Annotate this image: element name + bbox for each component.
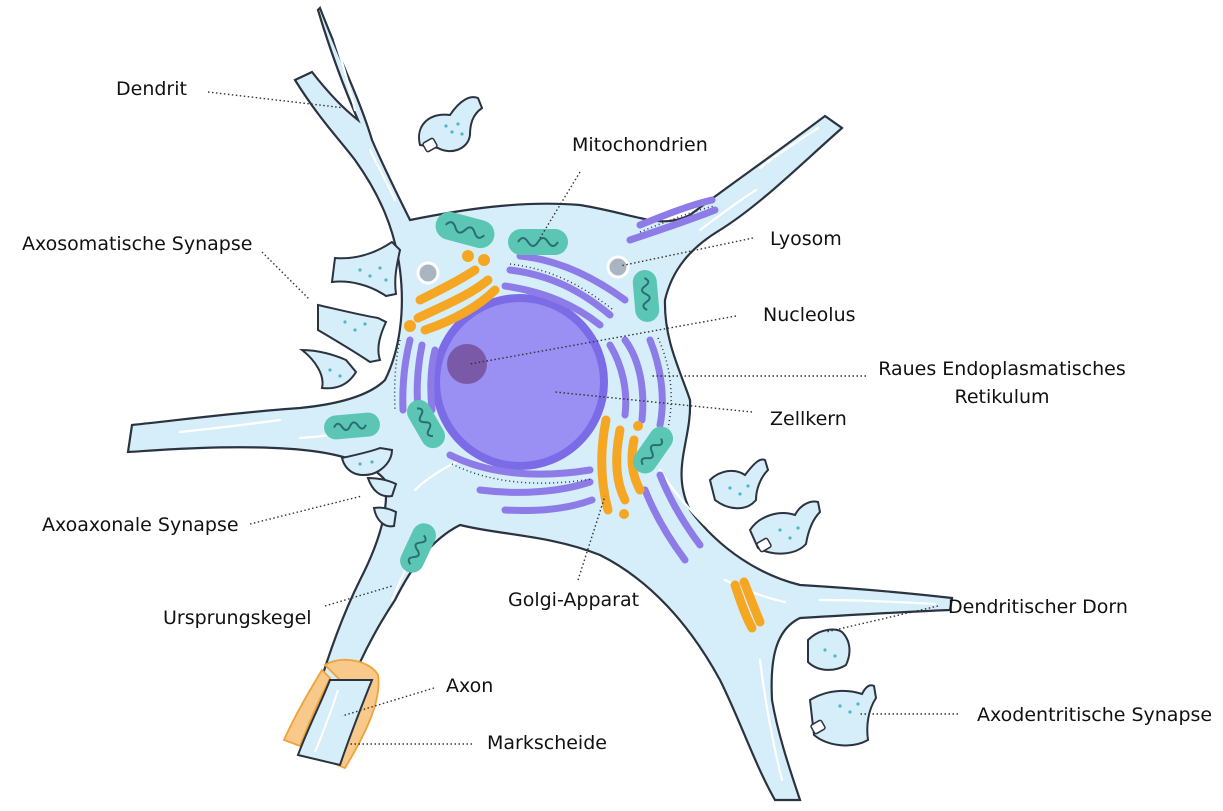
leader-lines [207,91,958,745]
label-markscheide: Markscheide [487,732,607,754]
synapse-dots [328,122,860,714]
label-ursprungskegel: Ursprungskegel [163,607,312,629]
axon-shaft [296,679,374,767]
label-dendritischer-dorn: Dendritischer Dorn [948,596,1128,618]
rough-er [399,196,719,564]
label-lyosom: Lyosom [770,228,842,250]
label-raues-er-line1: Raues Endoplasmatisches [878,358,1126,380]
label-raues-er-line2: Retikulum [954,386,1050,408]
label-dendrit: Dendrit [116,78,187,100]
label-raues-er: Raues Endoplasmatisches Retikulum [872,357,1132,409]
synaptic-vesicles [422,137,826,735]
golgi-shapes [413,265,765,633]
mitochondria-shapes [324,211,674,573]
lysosome-right [606,255,630,279]
golgi-vesicles [404,250,643,519]
label-axosomatische-synapse: Axosomatische Synapse [22,233,253,255]
label-zellkern: Zellkern [770,408,847,430]
lysosome-left [416,261,440,285]
label-axon: Axon [446,675,494,697]
label-mitochondrien: Mitochondrien [572,134,708,156]
label-golgi-apparat: Golgi-Apparat [508,589,640,611]
label-axoaxonale-synapse: Axoaxonale Synapse [42,514,239,536]
nucleolus-shape [447,344,487,384]
label-nucleolus: Nucleolus [763,304,856,326]
nucleus [432,294,608,470]
ribosome-dots [393,205,715,484]
label-axodentritische-synapse: Axodentritische Synapse [977,704,1213,726]
